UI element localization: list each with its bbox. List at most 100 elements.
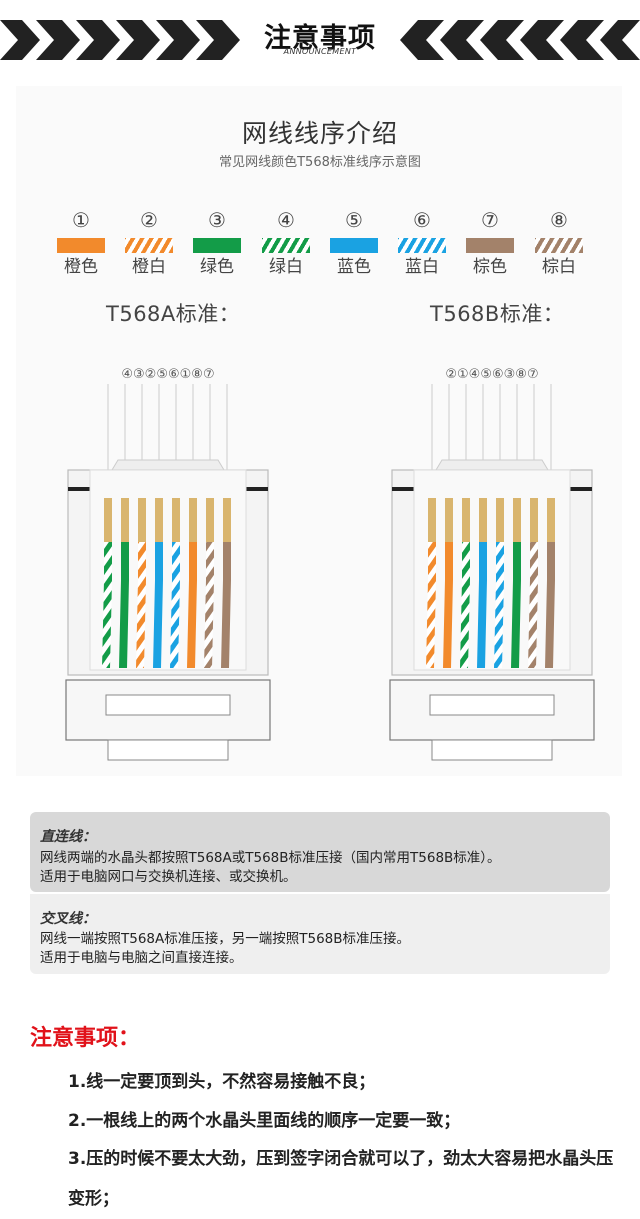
legend-item: ⑧ 棕白 (529, 208, 589, 277)
legend-number: ④ (277, 208, 295, 232)
wire-6 (494, 542, 504, 668)
gold-pin (428, 498, 436, 542)
legend-color-name: 绿白 (269, 257, 303, 277)
wire-6 (170, 542, 180, 668)
wire-1 (187, 542, 197, 668)
wire-color-swatch (57, 238, 105, 253)
crossover-cable-note: 交叉线： 网线一端按照T568A标准压接，另一端按照T568B标准压接。 适用于… (30, 894, 610, 974)
gold-pin (223, 498, 231, 542)
attention-heading: 注意事项： (30, 1026, 141, 1051)
wire-color-swatch (398, 238, 446, 253)
notes-box: 直连线： 网线两端的水晶头都按照T568A或T568B标准压接（国内常用T568… (30, 812, 610, 974)
wire-1 (443, 542, 453, 668)
announcement-banner: 注意事项 ANNOUNCEMENT (0, 0, 640, 80)
crossover-cable-line1: 网线一端按照T568A标准压接，另一端按照T568B标准压接。 (40, 931, 411, 947)
legend-number: ⑦ (481, 208, 499, 232)
connector-boot-window (429, 694, 555, 716)
t568a-connector-diagram: ④③②⑤⑥①⑧⑦ (65, 367, 271, 761)
wire-2 (136, 542, 146, 668)
wire-color-swatch (262, 238, 310, 253)
wire-8 (204, 542, 214, 668)
attention-item-1: 1.线一定要顶到头，不然容易接触不良； (68, 1072, 376, 1092)
wire-2 (426, 542, 436, 668)
straight-cable-title: 直连线： (40, 829, 96, 845)
legend-color-name: 橙白 (132, 257, 166, 277)
attention-item-2: 2.一根线上的两个水晶头里面线的顺序一定要一致； (68, 1111, 461, 1131)
gold-pin (445, 498, 453, 542)
wire-color-swatch (466, 238, 514, 253)
intro-subtitle: 常见网线颜色T568标准线序示意图 (219, 155, 421, 170)
connector-boot-window (105, 694, 231, 716)
legend-item: ⑥ 蓝白 (392, 208, 452, 277)
legend-number: ⑧ (550, 208, 568, 232)
gold-pin (513, 498, 521, 542)
gold-pin (530, 498, 538, 542)
wire-5 (153, 542, 163, 668)
wire-order-label: ②①④⑤⑥③⑧⑦ (445, 367, 538, 382)
gold-pin (138, 498, 146, 542)
legend-item: ⑦ 棕色 (460, 208, 520, 277)
wire-4 (102, 542, 112, 668)
t568b-label: T568B标准： (430, 302, 565, 326)
wire-4 (460, 542, 470, 668)
connector-boot (389, 679, 595, 741)
gold-pin (189, 498, 197, 542)
crossover-cable-title: 交叉线： (40, 911, 96, 927)
legend-item: ④ 绿白 (256, 208, 316, 277)
wire-color-swatch (125, 238, 173, 253)
legend-color-name: 绿色 (200, 257, 234, 277)
straight-cable-line2: 适用于电脑网口与交换机连接、或交换机。 (40, 869, 297, 885)
cable-sleeve (107, 739, 229, 761)
legend-item: ② 橙白 (119, 208, 179, 277)
gold-pin (172, 498, 180, 542)
gold-pin (479, 498, 487, 542)
legend-color-name: 橙色 (64, 257, 98, 277)
gold-pin (462, 498, 470, 542)
connector-boot (65, 679, 271, 741)
gold-pin (155, 498, 163, 542)
connector-inner (89, 469, 247, 671)
intro-title: 网线线序介绍 (241, 119, 398, 148)
gold-pin (496, 498, 504, 542)
legend-number: ③ (208, 208, 226, 232)
gold-pin (121, 498, 129, 542)
gold-pin (547, 498, 555, 542)
t568a-label: T568A标准： (106, 302, 241, 326)
legend-color-name: 蓝白 (405, 257, 439, 277)
straight-cable-line1: 网线两端的水晶头都按照T568A或T568B标准压接（国内常用T568B标准）。 (40, 850, 501, 866)
banner-chevrons (0, 20, 640, 60)
connector-latch (435, 459, 549, 471)
wire-order-label: ④③②⑤⑥①⑧⑦ (121, 367, 214, 382)
legend-color-name: 棕色 (473, 257, 507, 277)
legend-number: ⑤ (345, 208, 363, 232)
wire-7 (545, 542, 555, 668)
wire-5 (477, 542, 487, 668)
legend-number: ② (140, 208, 158, 232)
straight-cable-note: 直连线： 网线两端的水晶头都按照T568A或T568B标准压接（国内常用T568… (30, 812, 610, 892)
wire-3 (511, 542, 521, 668)
wire-color-swatch (535, 238, 583, 253)
connector-latch (111, 459, 225, 471)
legend-item: ③ 绿色 (187, 208, 247, 277)
gold-pin (206, 498, 214, 542)
crossover-cable-line2: 适用于电脑与电脑之间直接连接。 (40, 950, 243, 966)
legend-item: ⑤ 蓝色 (324, 208, 384, 277)
cable-sleeve (431, 739, 553, 761)
legend-color-name: 蓝色 (337, 257, 371, 277)
legend-number: ① (72, 208, 90, 232)
legend-color-name: 棕白 (542, 257, 576, 277)
legend-item: ① 橙色 (51, 208, 111, 277)
banner-subtitle: ANNOUNCEMENT (283, 47, 357, 56)
wire-color-swatch (193, 238, 241, 253)
t568b-connector-diagram: ②①④⑤⑥③⑧⑦ (389, 367, 595, 761)
banner-title: 注意事项 (264, 23, 376, 54)
wire-7 (221, 542, 231, 668)
color-legend: ① 橙色 ② 橙白 ③ 绿色 ④ 绿白 ⑤ 蓝色 ⑥ 蓝白 ⑦ 棕色 ⑧ 棕白 (0, 208, 640, 288)
gold-pin (104, 498, 112, 542)
wire-3 (119, 542, 129, 668)
attention-item-3: 3.压的时候不要太大劲，压到签字闭合就可以了，劲太大容易把水晶头压变形； (68, 1149, 614, 1209)
connector-inner (413, 469, 571, 671)
wire-8 (528, 542, 538, 668)
legend-number: ⑥ (413, 208, 431, 232)
